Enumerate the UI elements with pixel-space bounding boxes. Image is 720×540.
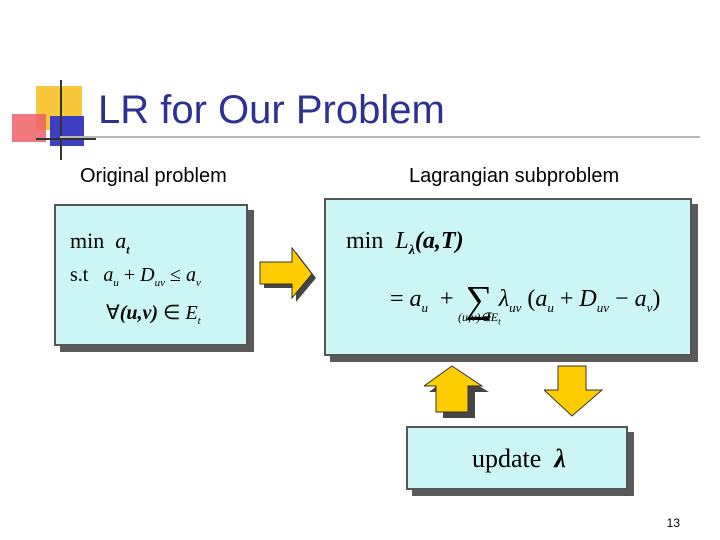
forall-line: ∀(u,v) ∈ Et — [106, 300, 201, 327]
logo-horizontal-line — [36, 138, 96, 140]
down-arrow-icon — [544, 362, 606, 418]
forall-symbol: ∀ — [106, 302, 120, 324]
original-problem-box: min at s.t au + Duv ≤ av ∀(u,v) ∈ Et — [54, 204, 248, 346]
objective-subscript: t — [126, 242, 129, 256]
lagrangian-expansion-line: = au + ∑ λuv (au + Duv − av) — [390, 272, 660, 316]
up-arrow-icon — [424, 362, 490, 418]
title-underline — [60, 136, 700, 138]
min-operator: min — [346, 228, 383, 254]
lagrangian-subproblem-box: min Lλ(a,T) = au + ∑ λuv (au + Duv − av)… — [324, 198, 692, 356]
edge-pair: (u,v) — [120, 302, 158, 324]
update-lambda-box: update λ — [406, 426, 628, 490]
constraint-line: s.t au + Duv ≤ av — [70, 264, 201, 289]
right-arrow-icon — [258, 246, 320, 304]
lagrangian-objective-line: min Lλ(a,T) — [346, 228, 464, 259]
summation-index: (u,v)∈Et — [458, 310, 501, 326]
page-number: 13 — [667, 516, 680, 530]
lagrangian-arguments: (a,T) — [415, 228, 464, 254]
min-operator: min — [70, 228, 104, 253]
lagrangian-subproblem-label: Lagrangian subproblem — [409, 165, 619, 188]
slide-title: LR for Our Problem — [98, 88, 445, 133]
update-word: update — [472, 444, 541, 473]
edge-set: E — [185, 302, 197, 324]
lagrangian-symbol: L — [395, 228, 408, 254]
subject-to-label: s.t — [70, 264, 88, 286]
update-lambda-symbol: λ — [554, 444, 566, 473]
original-problem-label: Original problem — [80, 165, 227, 188]
update-lambda-text: update λ — [472, 444, 566, 474]
edge-set-subscript: t — [198, 315, 201, 327]
element-of-symbol: ∈ — [163, 302, 180, 324]
logo-square-blue — [50, 116, 84, 146]
logo-vertical-line — [60, 80, 62, 160]
objective-line: min at — [70, 228, 130, 257]
objective-variable: a — [115, 228, 126, 253]
